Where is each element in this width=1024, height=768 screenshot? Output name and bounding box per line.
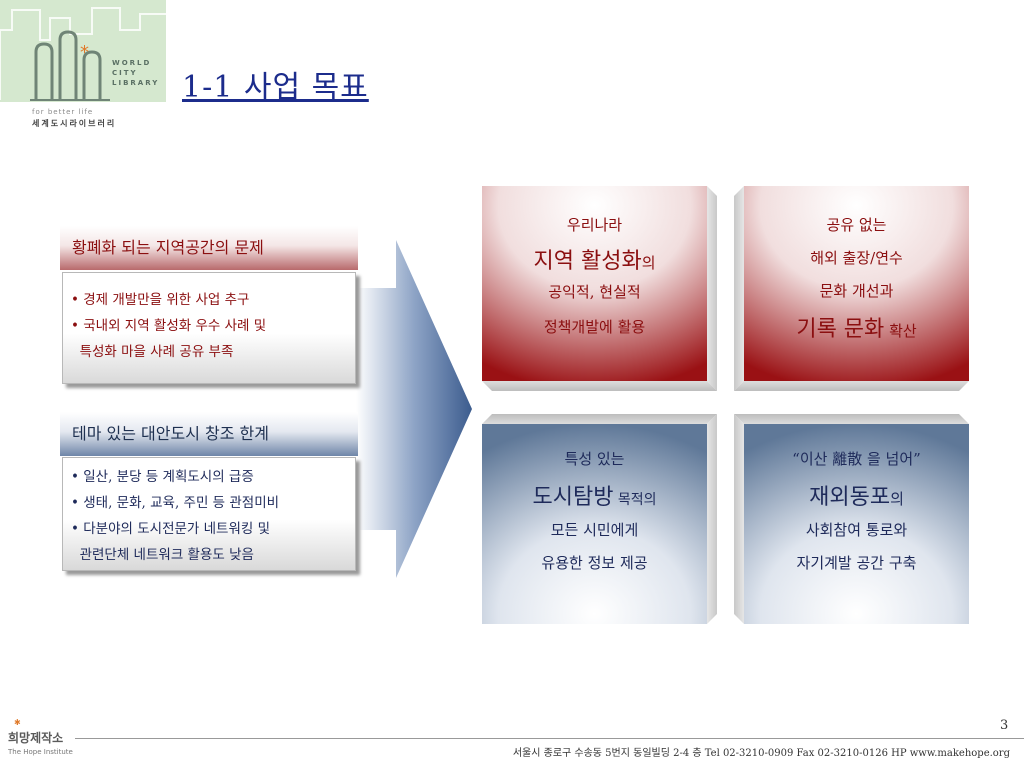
card-line: 유용한 정보 제공 [541,554,648,572]
card-line: “이산 離散 을 넘어” [792,450,921,468]
footer-brand-english: The Hope Institute [8,748,73,756]
card-line: 우리나라 [566,216,623,234]
list-item: 관련단체 네트워크 활용도 낮음 [71,547,254,563]
logo-star-icon: * [80,42,89,63]
card-line: 문화 개선과 [819,282,894,300]
hope-logo-icon: ✱ [14,718,21,727]
list-item: • 일산, 분당 등 계획도시의 급증 [71,469,254,485]
card-highlight-line: 지역 활성화의 [482,243,707,275]
problem-header-1: 황폐화 되는 지역공간의 문제 [60,226,358,270]
list-item: • 경제 개발만을 위한 사업 추구 [71,292,250,308]
logo-wordmark: WORLD CITY LIBRARY [112,58,159,88]
card-line: 공유 없는 [826,216,887,234]
footer-divider [75,738,1024,739]
card-line: 사회참여 통로와 [805,521,908,539]
goal-card-record-culture: 공유 없는 해외 출장/연수 문화 개선과 기록 문화 확산 [734,186,969,391]
card-line: 정책개발에 활용 [543,318,646,336]
card-line: 모든 시민에게 [550,521,639,539]
logo-word-3: LIBRARY [112,79,160,87]
card-line: 자기계발 공간 구축 [796,554,917,572]
page-title: 1-1 사업 목표 [182,70,369,105]
card-line: 공익적, 현실적 [548,283,641,301]
list-item: • 다분야의 도시전문가 네트워킹 및 [71,521,271,537]
logo-tagline: for better life [32,108,94,116]
card-highlight-line: 기록 문화 확산 [744,311,969,343]
card-highlight-line: 재외동포의 [744,479,969,511]
card-highlight: 지역 활성화 [533,249,642,274]
card-highlight-line: 도시탐방 목적의 [482,479,707,511]
goal-card-regional: 우리나라 지역 활성화의 공익적, 현실적 정책개발에 활용 [482,186,717,391]
problem-list-2: • 일산, 분당 등 계획도시의 급증 • 생태, 문화, 교육, 주민 등 관… [62,457,356,571]
goal-card-city-tour: 특성 있는 도시탐방 목적의 모든 시민에게 유용한 정보 제공 [482,414,717,624]
list-item: 특성화 마을 사례 공유 부족 [71,344,234,360]
card-highlight: 재외동포 [809,485,891,510]
logo-word-2: CITY [112,69,138,77]
right-arrow-icon [356,240,472,578]
logo-word-1: WORLD [112,59,152,67]
goal-card-overseas-korean: “이산 離散 을 넘어” 재외동포의 사회참여 통로와 자기계발 공간 구축 [734,414,969,624]
card-suffix: 확산 [884,322,917,340]
logo [0,0,166,102]
logo-korean-name: 세계도시라이브러리 [32,119,117,128]
card-line: 해외 출장/연수 [810,249,903,267]
card-highlight: 기록 문화 [796,317,885,342]
problem-header-2: 테마 있는 대안도시 창조 한계 [60,412,358,456]
logo-skyline [0,7,166,101]
card-suffix: 의 [890,490,904,508]
card-highlight: 도시탐방 [532,485,614,510]
footer-address: 서울시 종로구 수송동 5번지 동일빌딩 2-4 층 Tel 02-3210-0… [512,748,1010,759]
list-item: • 생태, 문화, 교육, 주민 등 관점미비 [71,495,280,511]
problem-list-1: • 경제 개발만을 위한 사업 추구 • 국내외 지역 활성화 우수 사례 및 … [62,272,356,384]
card-suffix: 목적의 [613,492,657,508]
page-number: 3 [1000,718,1009,733]
card-suffix: 의 [641,254,656,272]
list-item: • 국내외 지역 활성화 우수 사례 및 [71,318,267,334]
card-line: 특성 있는 [564,450,625,468]
footer-brand-korean: 희망제작소 [8,731,64,745]
